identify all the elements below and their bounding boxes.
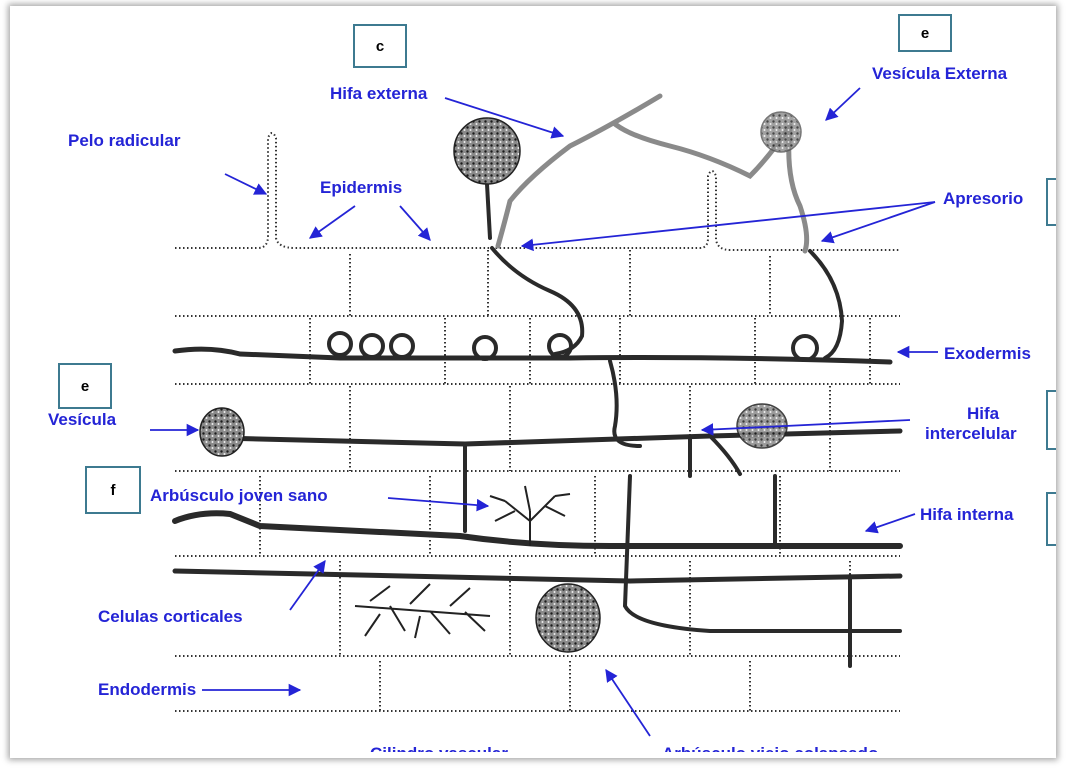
label-hifa-interna: Hifa interna	[920, 505, 1014, 524]
bracket-apresorio	[1046, 178, 1056, 226]
label-pelo-radicular: Pelo radicular	[68, 131, 180, 150]
label-celulas-corticales: Celulas corticales	[98, 607, 243, 626]
label-exodermis: Exodermis	[944, 344, 1031, 363]
hyphae	[175, 96, 900, 666]
label-hifa-intercelular-line2: intercelular	[925, 424, 1017, 443]
bracket-hifa-intercelular	[1046, 390, 1056, 450]
label-endodermis: Endodermis	[98, 680, 196, 699]
fungal-structures	[200, 112, 801, 652]
label-apresorio: Apresorio	[943, 189, 1023, 208]
label-hifa-intercelular-line1: Hifa	[967, 404, 999, 423]
tag-e-top: e	[898, 14, 952, 52]
root-cross-section-illustration	[10, 6, 1056, 758]
label-vesicula-externa: Vesícula Externa	[872, 64, 1007, 83]
label-epidermis: Epidermis	[320, 178, 402, 197]
tag-f: f	[85, 466, 141, 514]
bracket-hifa-interna	[1046, 492, 1056, 546]
tag-e-left: e	[58, 363, 112, 409]
label-vesicula: Vesícula	[48, 410, 116, 429]
label-hifa-externa: Hifa externa	[330, 84, 427, 103]
tag-c: c	[353, 24, 407, 68]
diagram-frame: Hifa externa Vesícula Externa Pelo radic…	[10, 6, 1056, 758]
bottom-crop-edge	[10, 752, 1056, 758]
label-arbusculo-joven: Arbúsculo joven sano	[150, 486, 328, 505]
